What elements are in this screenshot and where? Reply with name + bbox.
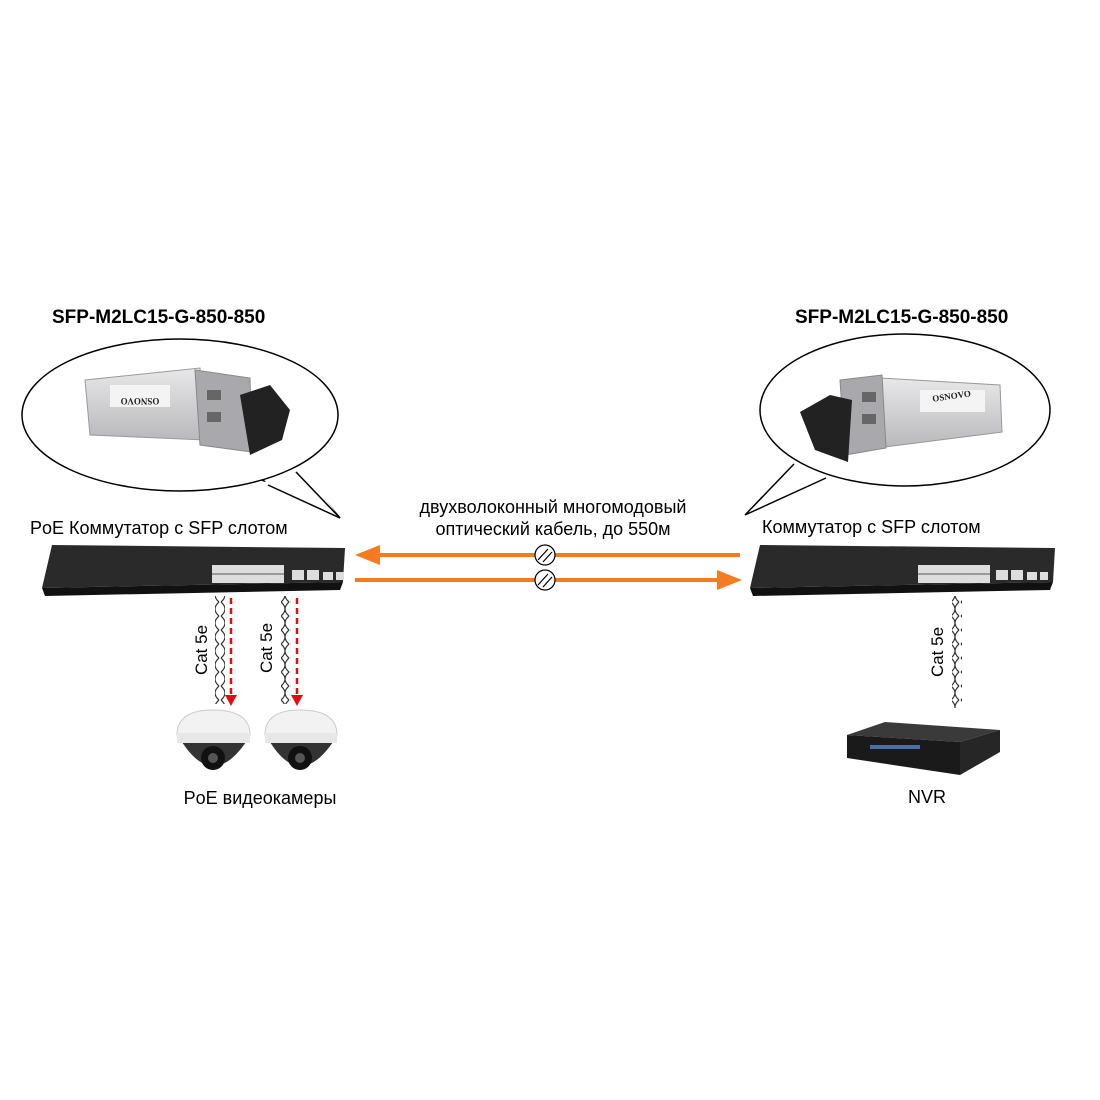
arrow-down-icon: [225, 695, 237, 706]
right-sfp-module-image: OSNOVO: [800, 374, 1003, 462]
right-switch-label: Коммутатор с SFP слотом: [762, 517, 981, 537]
left-module-title: SFP-M2LC15-G-850-850: [52, 307, 266, 328]
cable-label-cam1: Cat 5e: [192, 624, 212, 676]
dome-camera-image-2: [264, 709, 338, 770]
dome-camera-image-1: [176, 709, 251, 770]
fiber-connector-icon: [534, 569, 556, 591]
fiber-label-line1: двухволоконный многомодовый: [419, 497, 687, 517]
fiber-link-arrows: [355, 544, 742, 591]
left-switch-label: PoE Коммутатор с SFP слотом: [30, 518, 288, 538]
cable-label-cam2: Cat 5e: [257, 622, 277, 674]
left-poe-switch-image: [42, 545, 345, 596]
right-module-title: SFP-M2LC15-G-850-850: [795, 307, 1009, 328]
nvr-image: [847, 722, 1000, 775]
nvr-label: NVR: [907, 787, 946, 807]
cameras-label: PoE видеокамеры: [183, 788, 337, 808]
arrow-down-icon: [291, 695, 303, 706]
fiber-label-line2: оптический кабель, до 550м: [435, 519, 671, 539]
twisted-pair-cable-2: [281, 596, 291, 704]
left-module-brand: OSNOVO: [121, 396, 160, 406]
cable-label-nvr: Cat 5e: [928, 626, 948, 678]
twisted-pair-cable-3: [952, 596, 962, 708]
right-switch-image: [750, 545, 1055, 596]
left-sfp-module-image: OSNOVO: [84, 367, 290, 455]
fiber-connector-icon: [534, 544, 556, 566]
twisted-pair-cable-1: [215, 596, 225, 704]
arrow-left-icon: [355, 545, 380, 565]
arrow-right-icon: [717, 570, 742, 590]
